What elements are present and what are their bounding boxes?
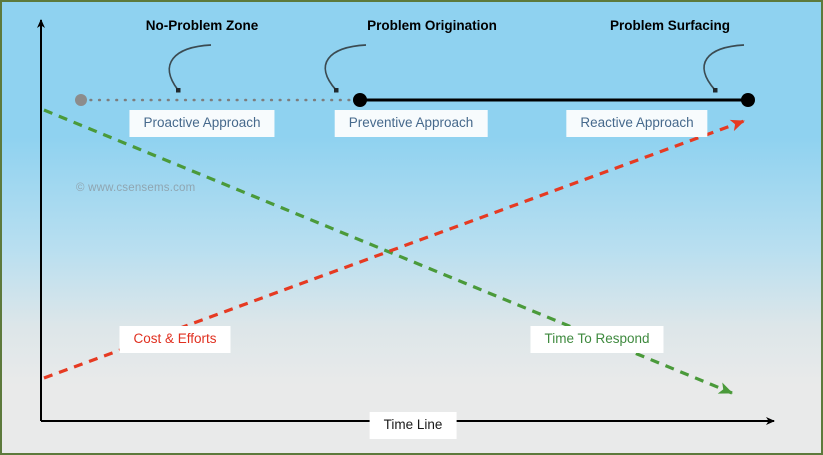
timeline-surfacing-marker xyxy=(741,93,755,107)
zone-title-problem-surfacing: Problem Surfacing xyxy=(609,18,731,33)
cost-and-efforts-line xyxy=(43,119,745,380)
pointer-no-problem-zone-icon xyxy=(168,44,212,91)
zone-title-problem-origination: Problem Origination xyxy=(367,18,497,33)
trend-label-time-to-respond: Time To Respond xyxy=(530,326,664,353)
approach-label-proactive: Proactive Approach xyxy=(129,110,275,137)
zone-title-no-problem-zone: No-Problem Zone xyxy=(145,18,259,33)
pointer-problem-surfacing-icon xyxy=(703,44,745,91)
watermark-text: © www.csensems.com xyxy=(76,182,196,194)
time-to-respond-line xyxy=(43,108,733,395)
pointer-problem-surfacing-tip xyxy=(713,88,718,93)
pointer-no-problem-zone-tip xyxy=(176,88,181,93)
pointer-problem-origination-tip xyxy=(334,88,339,93)
timeline-start-marker xyxy=(75,94,87,106)
timeline-origination-marker xyxy=(353,93,367,107)
approach-label-reactive: Reactive Approach xyxy=(566,110,708,137)
x-axis-label-time-line: Time Line xyxy=(369,412,457,439)
pointer-problem-origination-icon xyxy=(324,44,367,91)
approach-label-preventive: Preventive Approach xyxy=(334,110,488,137)
trend-label-cost-and-efforts: Cost & Efforts xyxy=(119,326,231,353)
